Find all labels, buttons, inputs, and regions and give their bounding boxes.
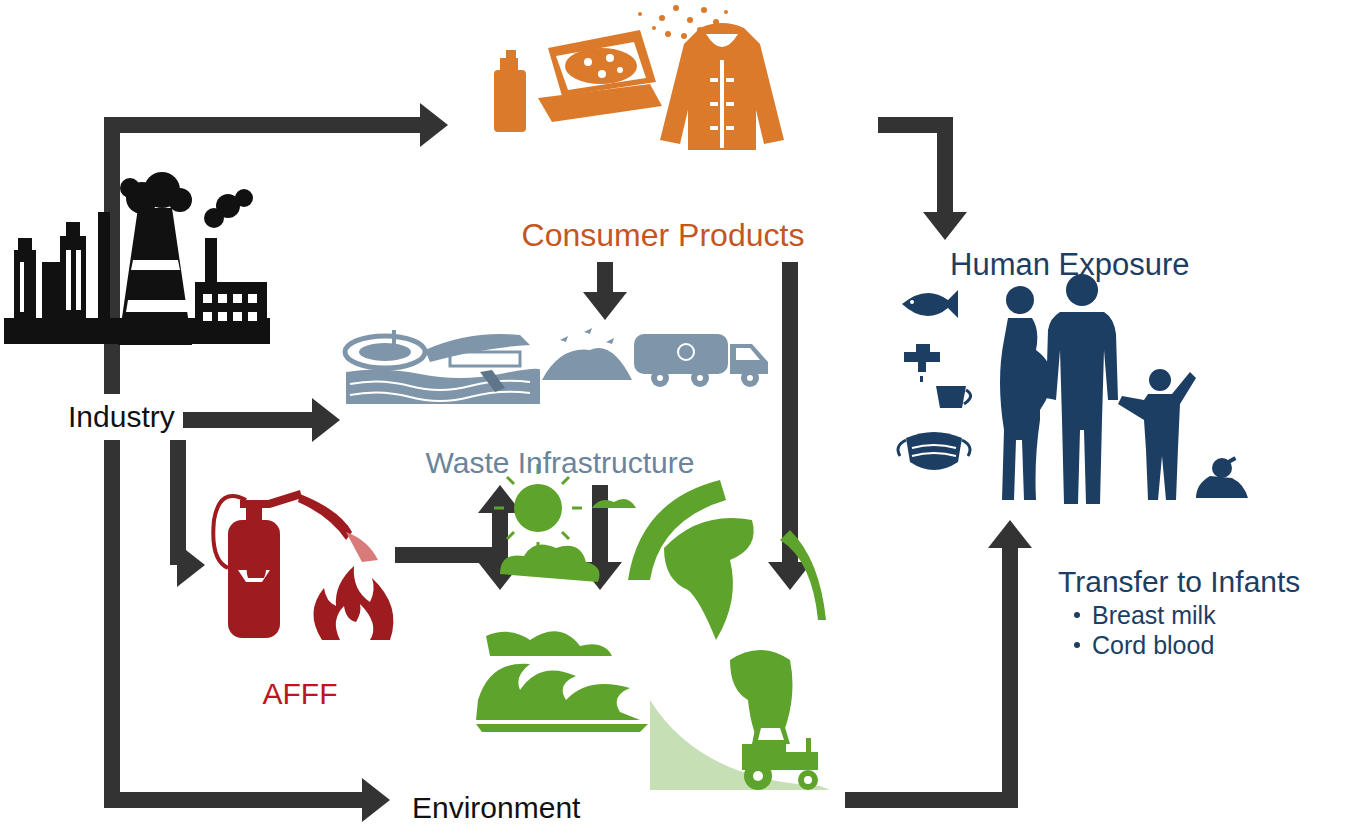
bullet-text: Cord blood: [1092, 630, 1214, 660]
arrow-shaft: [597, 262, 613, 292]
arrow-shaft: [592, 485, 608, 562]
node-label: Transfer to Infants: [1058, 564, 1300, 600]
waste-infrastructure-icon: [345, 328, 768, 404]
human-exposure-icon: [898, 274, 1248, 504]
node-label: Waste Infrastructure: [426, 445, 695, 481]
consumer-products-icon: [494, 5, 784, 150]
flow-arrow: [845, 520, 1032, 800]
bullet-item: Cord blood: [1058, 630, 1214, 660]
arrow-shaft: [782, 262, 798, 562]
arrow-shaft: [183, 412, 312, 428]
bullet-text: Breast milk: [1092, 600, 1216, 630]
flow-arrow: [112, 103, 448, 394]
industry-node: Industry: [62, 394, 183, 440]
human-exposure-node: Human Exposure: [895, 240, 1265, 520]
arrow-head: [362, 778, 390, 822]
arrow-head: [177, 543, 205, 587]
factory-icon: [4, 172, 270, 345]
flow-arrow: [878, 125, 967, 240]
node-label: Consumer Products: [522, 216, 805, 254]
flow-arrow: [183, 398, 340, 442]
flow-arrow: [395, 485, 522, 555]
flow-arrow: [112, 440, 390, 822]
arrow-shaft: [845, 548, 1010, 800]
bullet-dot: [1074, 612, 1080, 618]
consumer-products-node: Consumer Products: [448, 40, 878, 262]
fire-extinguisher-icon: [213, 490, 393, 640]
arrow-shaft: [878, 125, 945, 212]
environment-icon: [476, 464, 830, 790]
arrow-head: [988, 520, 1032, 548]
node-label: AFFF: [263, 676, 338, 712]
node-label: Human Exposure: [950, 246, 1190, 283]
bullet-item: Breast milk: [1058, 600, 1216, 630]
environment-node: Environment: [390, 590, 845, 832]
arrow-shaft: [112, 125, 420, 394]
flow-arrow: [177, 440, 205, 587]
infant-transfer-node: Transfer to InfantsBreast milkCord blood: [1052, 560, 1364, 680]
waste-infrastructure-node: Waste Infrastructure: [340, 320, 780, 485]
node-label: Environment: [412, 790, 580, 826]
afff-node: AFFF: [205, 478, 395, 718]
bullet-dot: [1074, 642, 1080, 648]
flow-arrow: [583, 262, 627, 320]
node-label: Industry: [68, 399, 175, 435]
arrow-head: [583, 292, 627, 320]
arrow-head: [312, 398, 340, 442]
arrow-shaft: [395, 555, 500, 562]
arrow-head: [923, 212, 967, 240]
arrow-head: [420, 103, 448, 147]
